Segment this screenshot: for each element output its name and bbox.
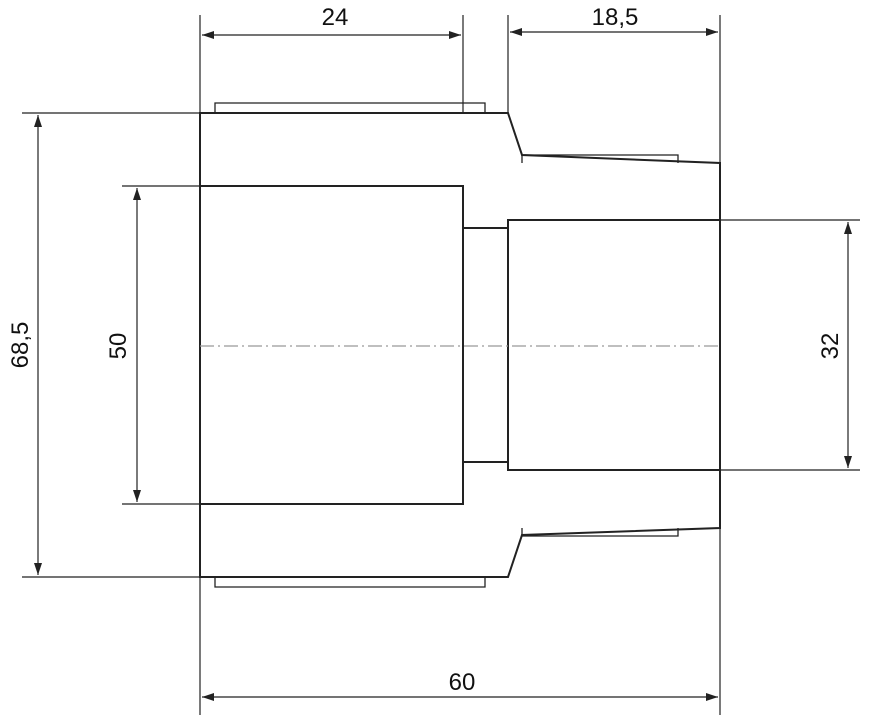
dimension-label-68-5: 68,5 — [7, 322, 34, 369]
dimension-label-18-5: 18,5 — [592, 4, 639, 31]
dimension-label-60: 60 — [449, 669, 476, 696]
dimension-label-32: 32 — [817, 333, 844, 360]
dimension-socket-depth: 24 — [199, 4, 464, 113]
dimension-overall-length: 60 — [199, 470, 721, 715]
bottom-socket-skin — [214, 577, 486, 588]
dimension-inner-diameter-small: 32 — [720, 219, 860, 471]
bottom-wall-section — [199, 461, 721, 578]
bottom-spigot-skin — [521, 528, 679, 537]
top-wall-section — [199, 112, 721, 229]
dimension-outer-diameter: 68,5 — [7, 112, 200, 578]
dimension-label-50: 50 — [105, 333, 132, 360]
top-spigot-skin — [521, 154, 679, 163]
top-socket-skin — [214, 102, 486, 113]
dimension-label-24: 24 — [322, 4, 349, 31]
dimension-spigot-length: 18,5 — [507, 4, 721, 163]
fitting-body — [199, 102, 721, 588]
dimension-inner-diameter-large: 50 — [105, 185, 200, 505]
